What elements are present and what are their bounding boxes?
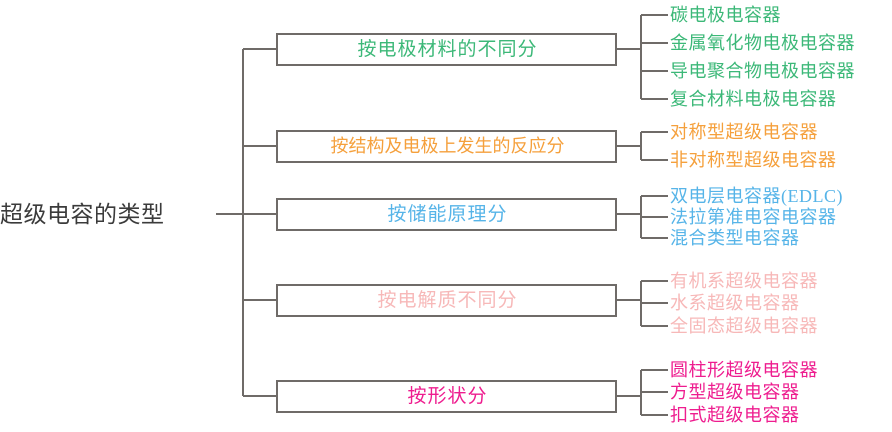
leaf-item[interactable]: 非对称型超级电容器: [670, 150, 837, 170]
leaf-item[interactable]: 导电聚合物电极电容器: [670, 61, 855, 81]
category-box-electrode-material[interactable]: 按电极材料的不同分: [276, 33, 617, 66]
leaf-item[interactable]: 双电层电容器(EDLC): [670, 186, 843, 206]
leaf-item[interactable]: 对称型超级电容器: [670, 122, 818, 142]
category-box-shape[interactable]: 按形状分: [276, 380, 617, 413]
root-label: 超级电容的类型: [0, 202, 165, 227]
leaf-item[interactable]: 混合类型电容器: [670, 228, 800, 248]
leaf-item[interactable]: 复合材料电极电容器: [670, 89, 837, 109]
category-box-energy-storage-principle[interactable]: 按储能原理分: [276, 198, 617, 231]
leaf-item[interactable]: 扣式超级电容器: [670, 405, 800, 425]
leaf-item[interactable]: 金属氧化物电极电容器: [670, 33, 855, 53]
leaf-item[interactable]: 水系超级电容器: [670, 293, 800, 313]
leaf-item[interactable]: 圆柱形超级电容器: [670, 360, 818, 380]
leaf-item[interactable]: 有机系超级电容器: [670, 271, 818, 291]
leaf-item[interactable]: 全固态超级电容器: [670, 316, 818, 336]
leaf-item[interactable]: 碳电极电容器: [670, 5, 781, 25]
leaf-item[interactable]: 方型超级电容器: [670, 382, 800, 402]
leaf-item[interactable]: 法拉第准电容电容器: [670, 207, 837, 227]
category-box-electrolyte[interactable]: 按电解质不同分: [276, 284, 617, 317]
category-box-structure-reaction[interactable]: 按结构及电极上发生的反应分: [276, 130, 617, 163]
